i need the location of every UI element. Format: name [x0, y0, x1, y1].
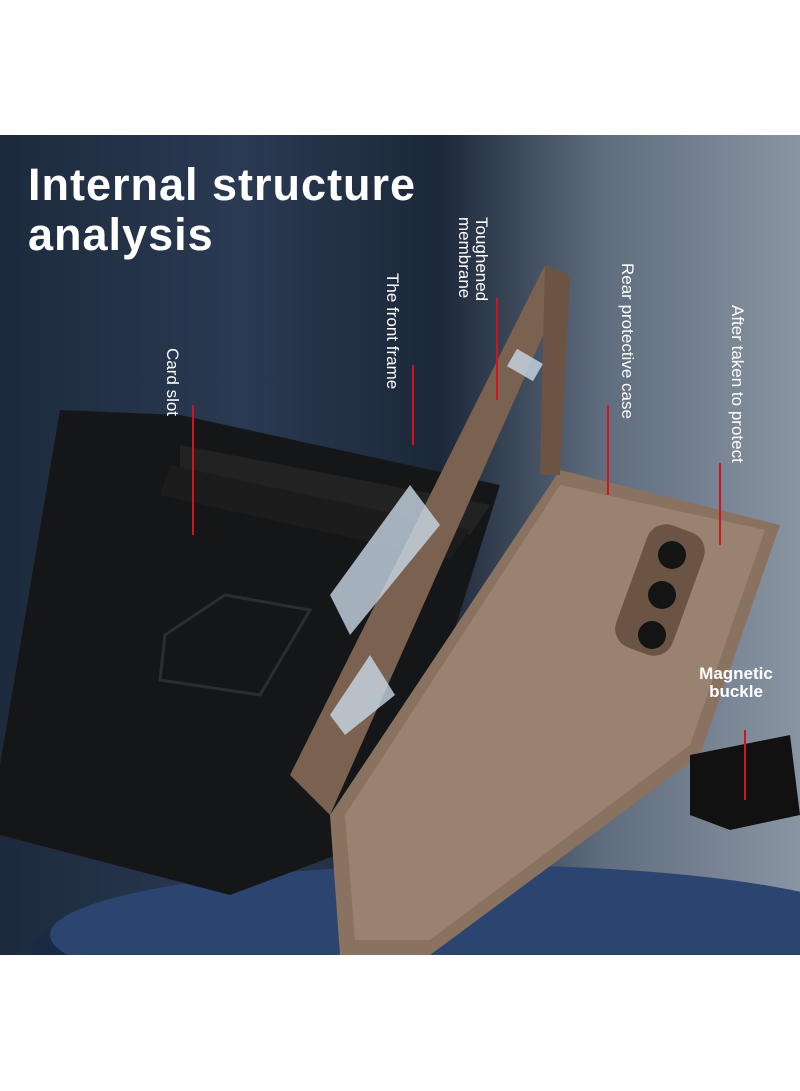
label-toughened-membrane-1: Toughened [472, 217, 491, 302]
label-rear-case: Rear protective case [618, 263, 637, 419]
phone-case-illustration [0, 265, 800, 955]
label-card-slot: Card slot [163, 348, 182, 417]
title-line-2: analysis [28, 209, 214, 260]
pointer-line-rear-case [607, 405, 609, 495]
label-magnetic-line-1: Magnetic [699, 664, 773, 683]
title-line-1: Internal structure [28, 159, 417, 210]
label-toughened-membrane-2: membrane [455, 217, 474, 299]
pointer-line-after-taken [719, 463, 721, 545]
pointer-line-membrane [496, 298, 498, 400]
pointer-line-magnetic [744, 730, 746, 800]
pointer-line-front-frame [412, 365, 414, 445]
label-magnetic-line-2: buckle [709, 682, 763, 701]
pointer-line-card-slot [192, 405, 194, 535]
card-window [158, 593, 313, 697]
product-panel: Internal structure analysis Card slot Th… [0, 135, 800, 955]
label-after-taken: After taken to protect [728, 305, 747, 463]
label-front-frame: The front frame [383, 273, 402, 390]
label-magnetic-buckle: Magnetic buckle [696, 665, 776, 701]
page-title: Internal structure analysis [28, 160, 416, 260]
